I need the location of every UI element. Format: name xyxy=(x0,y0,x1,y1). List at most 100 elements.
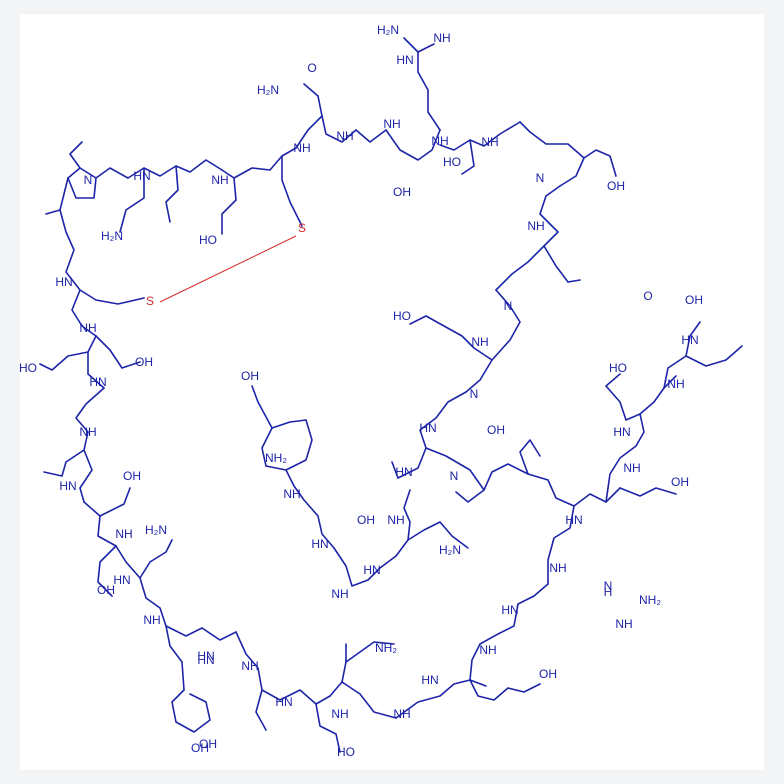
atom-label-nh-ile-right: NH xyxy=(549,561,566,575)
atom-label-ho-glu-left: HO xyxy=(199,233,217,247)
atom-label-hn-cys: HN xyxy=(55,275,72,289)
bond-segment xyxy=(639,375,677,415)
bond-segment xyxy=(329,641,395,697)
atom-label-h2n-asn: H₂N xyxy=(101,229,123,243)
atom-label-hn-1: HN xyxy=(133,169,150,183)
bond-segment xyxy=(87,351,105,389)
atom-label-nh-asp: NH xyxy=(79,321,96,335)
bond-segment xyxy=(281,115,323,157)
atom-label-nh-thr-bottom: NH xyxy=(331,707,348,721)
bond-segment xyxy=(69,141,83,169)
atom-label-n-pro-mid2: N xyxy=(450,469,459,483)
bond-segment xyxy=(469,583,549,681)
bond-segment xyxy=(403,37,435,53)
bond-segment xyxy=(685,345,743,367)
bond-segment xyxy=(543,245,581,283)
atom-label-nh-5: NH xyxy=(293,141,310,155)
atom-label-n-pro-2: N xyxy=(84,173,93,187)
bond-segment xyxy=(59,209,81,291)
atom-label-hn-gly-bottom: HN xyxy=(197,653,214,667)
atom-label-oh-glu-right: OH xyxy=(607,179,625,193)
atom-label-nh-asp-mid: NH xyxy=(471,335,488,349)
bond-segment xyxy=(605,413,645,503)
bond-segment xyxy=(605,373,641,421)
bond-segment xyxy=(619,487,677,497)
bond-segment xyxy=(45,177,69,215)
bond-segment xyxy=(83,487,131,517)
bond-segment xyxy=(221,177,237,235)
bond-segment xyxy=(419,391,485,491)
disulfide-bond-line xyxy=(159,235,297,303)
atom-label-oh-glu-left2: OH xyxy=(135,355,153,369)
bond-segment xyxy=(119,167,145,233)
bond-segment xyxy=(491,289,521,361)
bond-segment xyxy=(395,521,469,557)
atom-label-h2n-gln-top: H₂N xyxy=(257,83,279,97)
bond-segment xyxy=(43,431,89,477)
atom-label-nh-lys-right: NH xyxy=(479,643,496,657)
atom-label-hn-val-mid: HN xyxy=(395,465,412,479)
atom-label-nh-leu-mid2: NH xyxy=(527,219,544,233)
bond-segment xyxy=(39,335,97,371)
atom-label-nh-gly-right: NH xyxy=(623,461,640,475)
bond-segment xyxy=(79,289,145,305)
atom-label-oh-ser-mid2: OH xyxy=(487,423,505,437)
atom-label-hn-ile-top: HN xyxy=(681,333,698,347)
atom-label-n-pro-mid3: N xyxy=(504,299,513,313)
atom-label-hn-gly-mid: HN xyxy=(311,537,328,551)
atom-label-nh2-arg-right: NH₂ xyxy=(639,593,661,607)
bond-segment xyxy=(165,625,237,641)
atom-label-o-gln-top: O xyxy=(307,61,316,75)
atom-label-oh-ile-top: OH xyxy=(685,293,703,307)
atom-label-nh-6: NH xyxy=(211,173,228,187)
bond-segment xyxy=(97,515,117,547)
bond-lines xyxy=(39,37,743,753)
atom-label-oh-asp-left2: OH xyxy=(97,583,115,597)
atom-label-nh-leu-mid: NH xyxy=(283,487,300,501)
atom-label-hn-lys-bottom: HN xyxy=(275,695,292,709)
bond-segment xyxy=(165,165,179,223)
bond-segment xyxy=(341,681,397,719)
atom-label-nh-ala-mid: NH xyxy=(331,587,348,601)
bond-segment xyxy=(409,315,493,393)
bond-segment xyxy=(461,139,475,175)
bond-segment xyxy=(281,155,303,227)
atom-label-nh-guan-top: NH xyxy=(433,31,450,45)
atom-label-ho-thr-top: HO xyxy=(443,155,461,169)
atom-label-oh-tyr-bottom: OH xyxy=(539,667,557,681)
atom-label-hn-gly-right: HN xyxy=(613,425,630,439)
atom-label-nh-leu-bottom: NH xyxy=(241,659,258,673)
bond-segment xyxy=(261,419,313,471)
atom-label-nh-ala-bottom: NH xyxy=(393,707,410,721)
bond-segment xyxy=(221,155,283,179)
bond-segment xyxy=(395,679,487,719)
atom-label-hn-guan-top: HN xyxy=(396,53,413,67)
disulfide-bond xyxy=(159,235,297,303)
atom-label-hn-gln-left: HN xyxy=(113,573,130,587)
atom-label-nh-3: NH xyxy=(431,134,448,148)
bond-segment xyxy=(315,703,341,753)
bond-segment xyxy=(261,689,331,705)
bond-segment xyxy=(333,547,397,587)
atom-label-nh-4: NH xyxy=(481,135,498,149)
atom-label-oh-glu-top: OH xyxy=(393,185,411,199)
atom-label-n-pro-1: N xyxy=(536,171,545,185)
bond-segment xyxy=(79,449,93,503)
bond-segment xyxy=(251,385,273,429)
atom-label-oh-tyr-bottom2: OH xyxy=(199,737,217,751)
atom-label-oh-ser-mid: OH xyxy=(357,513,375,527)
atom-label-h2n-lys-mid: H₂N xyxy=(439,543,461,557)
atom-label-ho-thr-right: HO xyxy=(609,361,627,375)
bond-segment xyxy=(469,679,541,701)
atom-label-hn-tyr-bottom: HN xyxy=(421,673,438,687)
atom-label-nh-ser-left2: NH xyxy=(115,527,132,541)
atom-label-o-ile-top: O xyxy=(643,289,652,303)
bond-segment xyxy=(285,469,335,549)
bond-segment xyxy=(235,631,267,731)
atom-label-oh-tyr-left: OH xyxy=(191,741,209,755)
bond-segment xyxy=(495,185,561,291)
atom-label-hn-gly-left: HN xyxy=(197,649,214,663)
bond-segment xyxy=(519,121,585,159)
